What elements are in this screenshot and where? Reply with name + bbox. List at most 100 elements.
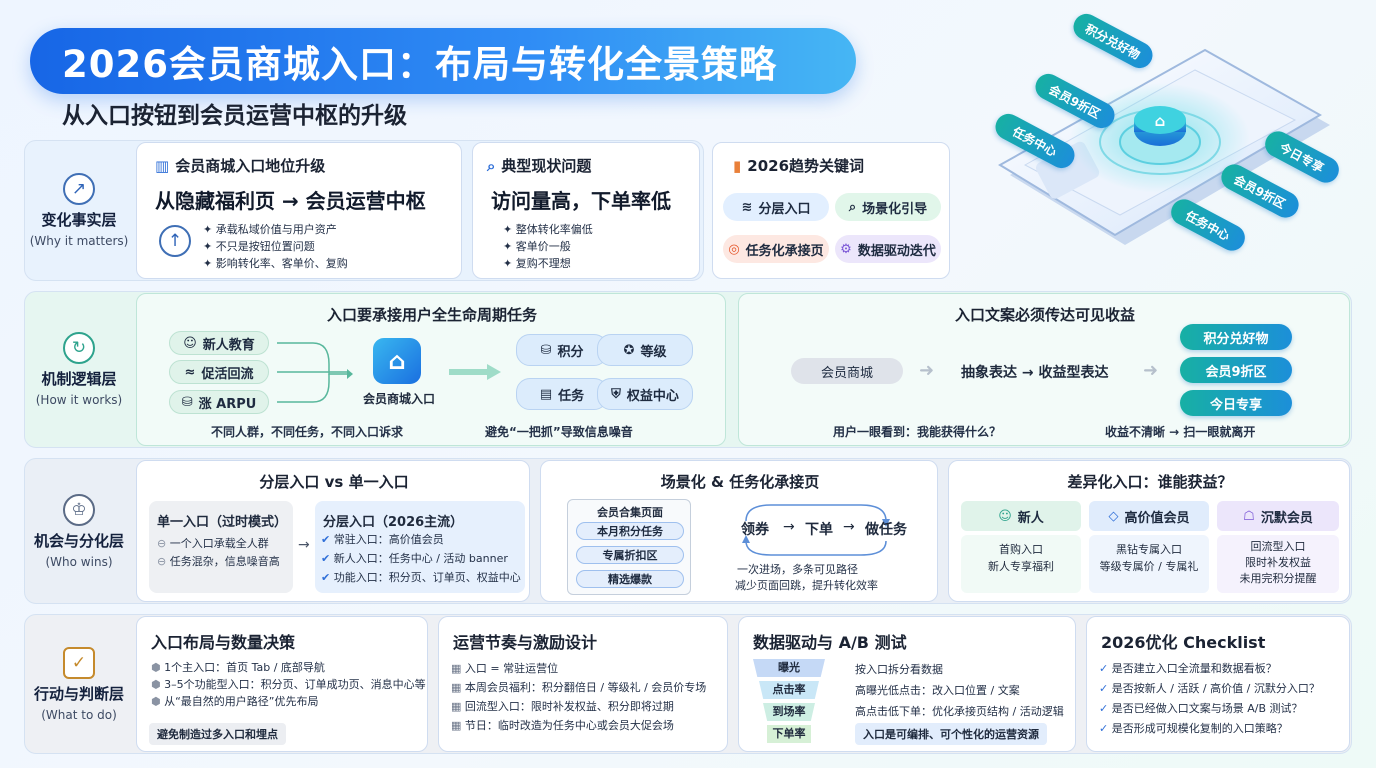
minus-icon: ⊖ — [157, 555, 170, 568]
diff-line: 首购入口 — [999, 543, 1043, 556]
ghost-icon: ☖ — [1243, 508, 1255, 524]
wave-icon: ≈ — [184, 364, 196, 380]
diff-line: 未用完积分提醒 — [1239, 572, 1317, 585]
diff-line: 回流型入口 — [1250, 540, 1306, 553]
card-title: 入口文案必须传达可见收益 — [954, 306, 1135, 324]
layout-tag: 避免制造过多入口和埋点 — [149, 723, 286, 745]
coins-icon: ⛁ — [181, 394, 193, 410]
copy-transform-text: 抽象表达 → 收益型表达 — [961, 365, 1109, 381]
checklist-item: ✓ 是否已经做入口文案与场景 A/B 测试？ — [1099, 702, 1303, 715]
panel-title: 分层入口（2026主流） — [323, 515, 464, 530]
list-item: ⬢ 3–5个功能型入口：积分页、订单成功页、消息中心等 — [151, 678, 426, 691]
bullet-item: ✦ 客单价一般 — [503, 240, 571, 253]
list-item: 高点击低下单：优化承接页结构 / 活动逻辑 — [855, 705, 1064, 718]
lifecycle-note-right: 避免“一把抓”导致信息噪音 — [485, 425, 633, 439]
copy-button-discount: 会员9折区 — [1180, 357, 1292, 383]
status-bullets: ✦ 承载私域价值与用户资产 ✦ 不只是按钮位置问题 ✦ 影响转化率、客单价、复购 — [203, 221, 348, 272]
copy-note-left: 用户一眼看到：我能获得什么？ — [833, 425, 1002, 439]
forward-arrow-icon: ➜ — [1143, 360, 1159, 381]
keyword-pill: ◎任务化承接页 — [723, 235, 829, 263]
card-title: 典型现状问题 — [501, 157, 592, 175]
lifecycle-output: ▤任务 — [516, 378, 608, 410]
check-circle-icon: ✓ — [1099, 682, 1112, 695]
copy-note-right: 收益不清晰 → 扫一眼就离开 — [1105, 425, 1256, 439]
card-title: 场景化 & 任务化承接页 — [660, 473, 820, 491]
layer-label-who: ♔ 机会与分化层 (Who wins) — [26, 460, 132, 602]
trophy-icon: ♔ — [63, 493, 95, 526]
diff-col-silent: ☖沉默会员 回流型入口 限时补发权益 未用完积分提醒 — [1217, 501, 1339, 593]
phone-illustration: ⌂ — [998, 48, 1330, 245]
card-title-row: ⌕典型现状问题 — [487, 155, 591, 176]
scene-note: 减少页面回跳，提升转化效率 — [735, 579, 878, 592]
lifecycle-input: ☺新人教育 — [169, 331, 269, 355]
diff-line: 等级专属价 / 专属礼 — [1099, 560, 1199, 573]
checklist-item: ✓ 是否建立入口全流量和数据看板？ — [1099, 662, 1277, 675]
cycle-icon: ↻ — [63, 332, 95, 364]
layers-icon: ≋ — [741, 199, 753, 215]
list-item: ▦ 本周会员福利：积分翻倍日 / 等级礼 / 会员价专场 — [451, 681, 707, 694]
diff-col-new: ☺新人 首购入口 新人专享福利 — [961, 501, 1081, 593]
bullet-item: ✦ 影响转化率、客单价、复购 — [203, 257, 348, 270]
card-copy-benefit: 入口文案必须传达可见收益 会员商城 ➜ 抽象表达 → 收益型表达 ➜ 积分兑好物… — [738, 293, 1350, 446]
page-title: 2026会员商城入口：布局与转化全景策略 — [62, 43, 777, 86]
minus-icon: ⊖ — [157, 537, 170, 550]
checkbox-icon: ✓ — [63, 646, 95, 679]
multi-item: ✔ 功能入口：积分页、订单页、权益中心 — [321, 571, 521, 584]
colorful-bars-icon: ▮ — [733, 157, 742, 175]
layer-title: 机制逻辑层 — [41, 370, 117, 388]
bullet-item: ✦ 整体转化率偏低 — [503, 223, 593, 236]
funnel-step: 点击率 — [759, 681, 819, 699]
diff-line: 限时补发权益 — [1245, 556, 1311, 569]
layer-label-how: ↻ 机制逻辑层 (How it works) — [26, 293, 132, 446]
upgrade-head-icon: ↑ — [159, 225, 191, 257]
lifecycle-output: ⛨权益中心 — [597, 378, 693, 410]
layer-subtitle: (Why it matters) — [29, 234, 129, 248]
check-circle-icon: ✓ — [1099, 722, 1112, 735]
scene-note: 一次进场，多条可见路径 — [737, 563, 858, 576]
check-circle-icon: ✓ — [1099, 702, 1112, 715]
lifecycle-input: ≈促活回流 — [169, 360, 269, 384]
smile-icon: ☺ — [183, 335, 197, 351]
layout-list: ⬢ 1个主入口：首页 Tab / 底部导航 ⬢ 3–5个功能型入口：积分页、订单… — [151, 659, 426, 710]
card-current-problem: ⌕典型现状问题 访问量高，下单率低 ✦ 整体转化率偏低 ✦ 客单价一般 ✦ 复购… — [472, 142, 700, 279]
calendar-icon: ▦ — [451, 719, 465, 732]
database-icon: ⛁ — [540, 342, 552, 358]
keyword-pill: ≋分层入口 — [723, 193, 829, 221]
list-item: ⬢ 从“最自然的用户路径”优先布局 — [151, 695, 319, 708]
search-icon: ⌕ — [848, 199, 857, 215]
calendar-icon: ▦ — [451, 662, 465, 675]
title-banner: 2026会员商城入口：布局与转化全景策略 — [30, 28, 856, 94]
funnel-step: 到场率 — [763, 703, 815, 721]
single-entry-panel: 单一入口（过时模式） ⊖ 一个入口承载全人群 ⊖ 任务混杂，信息噪音高 — [149, 501, 293, 593]
checklist-item: ✓ 是否按新人 / 活跃 / 高价值 / 沉默分入口？ — [1099, 682, 1320, 695]
card-title-row: ▮2026趋势关键词 — [733, 155, 864, 176]
card-title: 差异化入口：谁能获益？ — [1067, 473, 1233, 491]
page-mock-item: 本月积分任务 — [576, 522, 684, 540]
svg-text:⌂: ⌂ — [1155, 112, 1166, 130]
checklist-item: ✓ 是否形成可规模化复制的入口策略？ — [1099, 722, 1288, 735]
list-item: 按入口拆分看数据 — [855, 663, 943, 676]
card-title: 运营节奏与激励设计 — [453, 633, 598, 652]
forward-arrow-icon: → — [298, 537, 310, 553]
card-headline: 访问量高，下单率低 — [491, 189, 671, 213]
card-data-ab: 数据驱动与 A/B 测试 曝光 点击率 到场率 下单率 按入口拆分看数据 高曝光… — [738, 616, 1076, 752]
bar-chart-icon: ▥ — [155, 157, 170, 175]
page-mock-title: 会员合集页面 — [597, 506, 663, 519]
lifecycle-note-left: 不同人群，不同任务，不同入口诉求 — [211, 425, 404, 439]
diff-col-head: ◇高价值会员 — [1089, 501, 1209, 531]
check-icon: ✔ — [321, 571, 334, 584]
keyword-pill: ⌕场景化引导 — [835, 193, 941, 221]
forward-arrow-icon: → — [783, 519, 795, 535]
multi-item: ✔ 常驻入口：高价值会员 — [321, 533, 444, 546]
bullet-item: ✦ 承载私域价值与用户资产 — [203, 223, 337, 236]
checklist-list: ✓ 是否建立入口全流量和数据看板？ ✓ 是否按新人 / 活跃 / 高价值 / 沉… — [1099, 659, 1320, 739]
calendar-icon: ▦ — [451, 700, 465, 713]
card-status-upgrade: ▥会员商城入口地位升级 从隐藏福利页 → 会员运营中枢 ↑ ✦ 承载私域价值与用… — [136, 142, 462, 279]
diff-line: 黑钻专属入口 — [1116, 543, 1182, 556]
card-scene-task: 场景化 & 任务化承接页 会员合集页面 本月积分任务 专属折扣区 精选爆款 领券… — [540, 460, 938, 602]
layer-label-what: ✓ 行动与判断层 (What to do) — [26, 616, 132, 752]
bullet-item: ✦ 复购不理想 — [503, 257, 571, 270]
list-item: ▦ 入口 = 常驻运营位 — [451, 662, 559, 675]
lifecycle-output: ⛁积分 — [516, 334, 608, 366]
diff-col-vip: ◇高价值会员 黑钻专属入口 等级专属价 / 专属礼 — [1089, 501, 1209, 593]
